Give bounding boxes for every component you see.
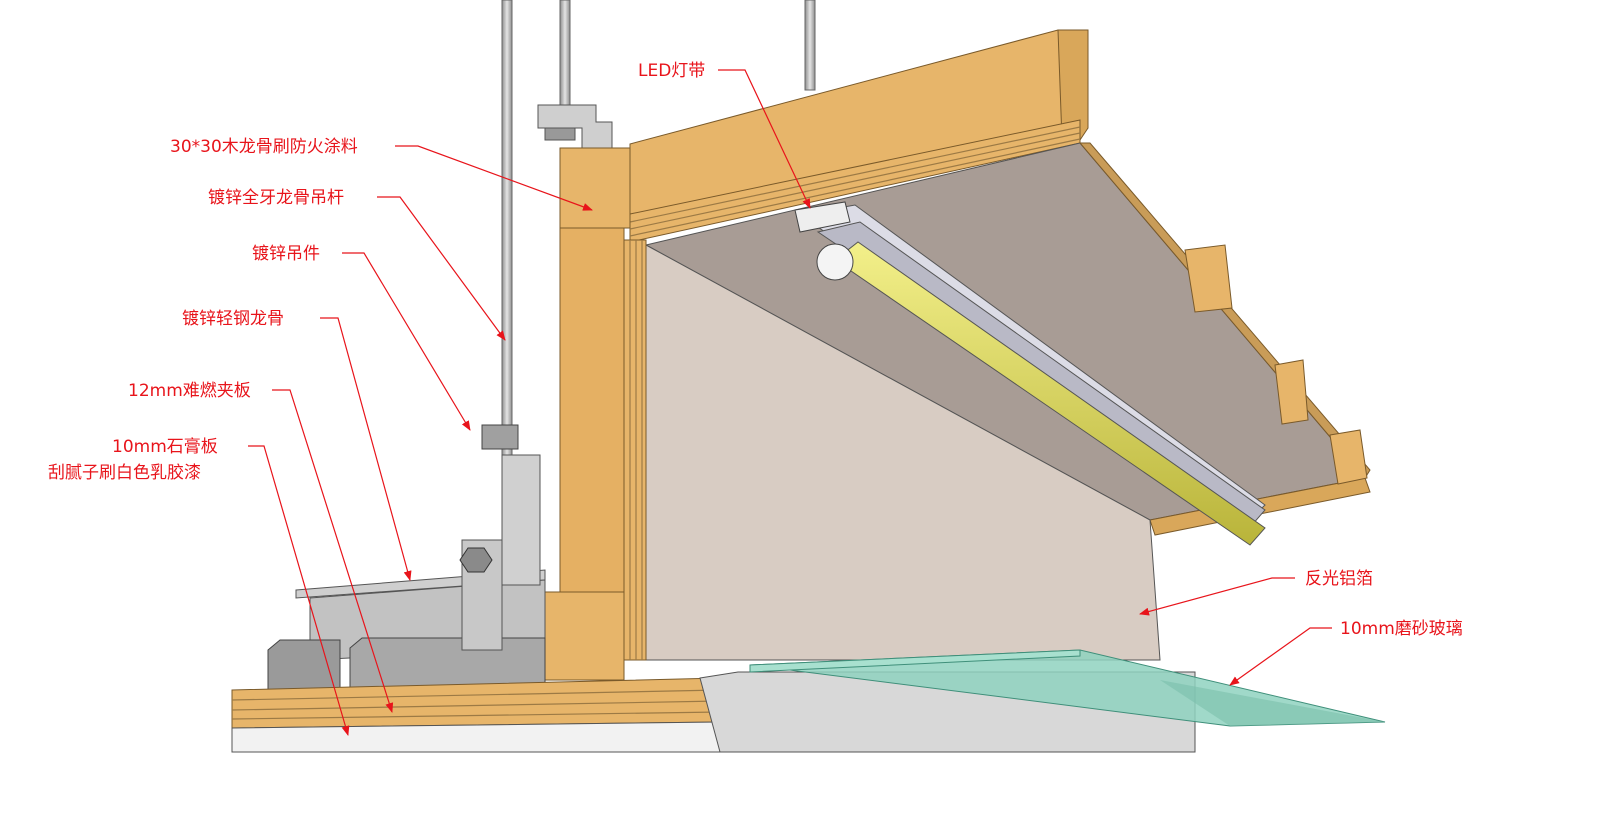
label-foil: 反光铝箔 [1305,569,1373,589]
leader-led [718,69,811,209]
wood-keel-block [1184,244,1233,313]
led-tube [834,241,1266,546]
leader-hanger [342,252,471,431]
leader-rod [377,196,506,341]
hanger-rod [559,0,571,121]
led-strip-assembly [794,201,1266,546]
hanger-bracket [459,424,541,651]
leader-plywood [272,389,394,713]
bolt-icon [459,547,493,573]
frosted-glass [749,649,1386,727]
hanger-rod [804,0,816,91]
wood-keel-block [1274,359,1309,425]
label-glass: 10mm磨砂玻璃 [1340,619,1463,639]
wood-keel-block [1329,429,1368,485]
hanger-rod [501,0,513,471]
label-wood-keel: 30*30木龙骨刷防火涂料 [170,137,358,157]
leader-foil [1139,577,1295,616]
leader-gypsum [248,445,350,736]
steel-keel [267,569,546,691]
label-hanger: 镀锌吊件 [252,244,320,264]
leader-glass [1229,627,1332,686]
vertical-board [623,239,1161,661]
annotation-leaders [248,69,1332,736]
label-plywood: 12mm难燃夹板 [128,381,251,401]
annotation-labels: LED灯带 30*30木龙骨刷防火涂料 镀锌全牙龙骨吊杆 镀锌吊件 镀锌轻钢龙骨… [48,61,1463,639]
leader-wood-keel [395,145,593,211]
label-steel-keel: 镀锌轻钢龙骨 [182,309,284,329]
label-led-strip: LED灯带 [638,61,705,81]
label-gypsum-line1: 10mm石膏板 [112,436,218,457]
wood-keel [544,147,631,681]
label-gypsum-line2: 刮腻子刷白色乳胶漆 [48,463,201,483]
leader-steel-keel [320,317,412,581]
label-hanger-rod: 镀锌全牙龙骨吊杆 [208,188,344,208]
